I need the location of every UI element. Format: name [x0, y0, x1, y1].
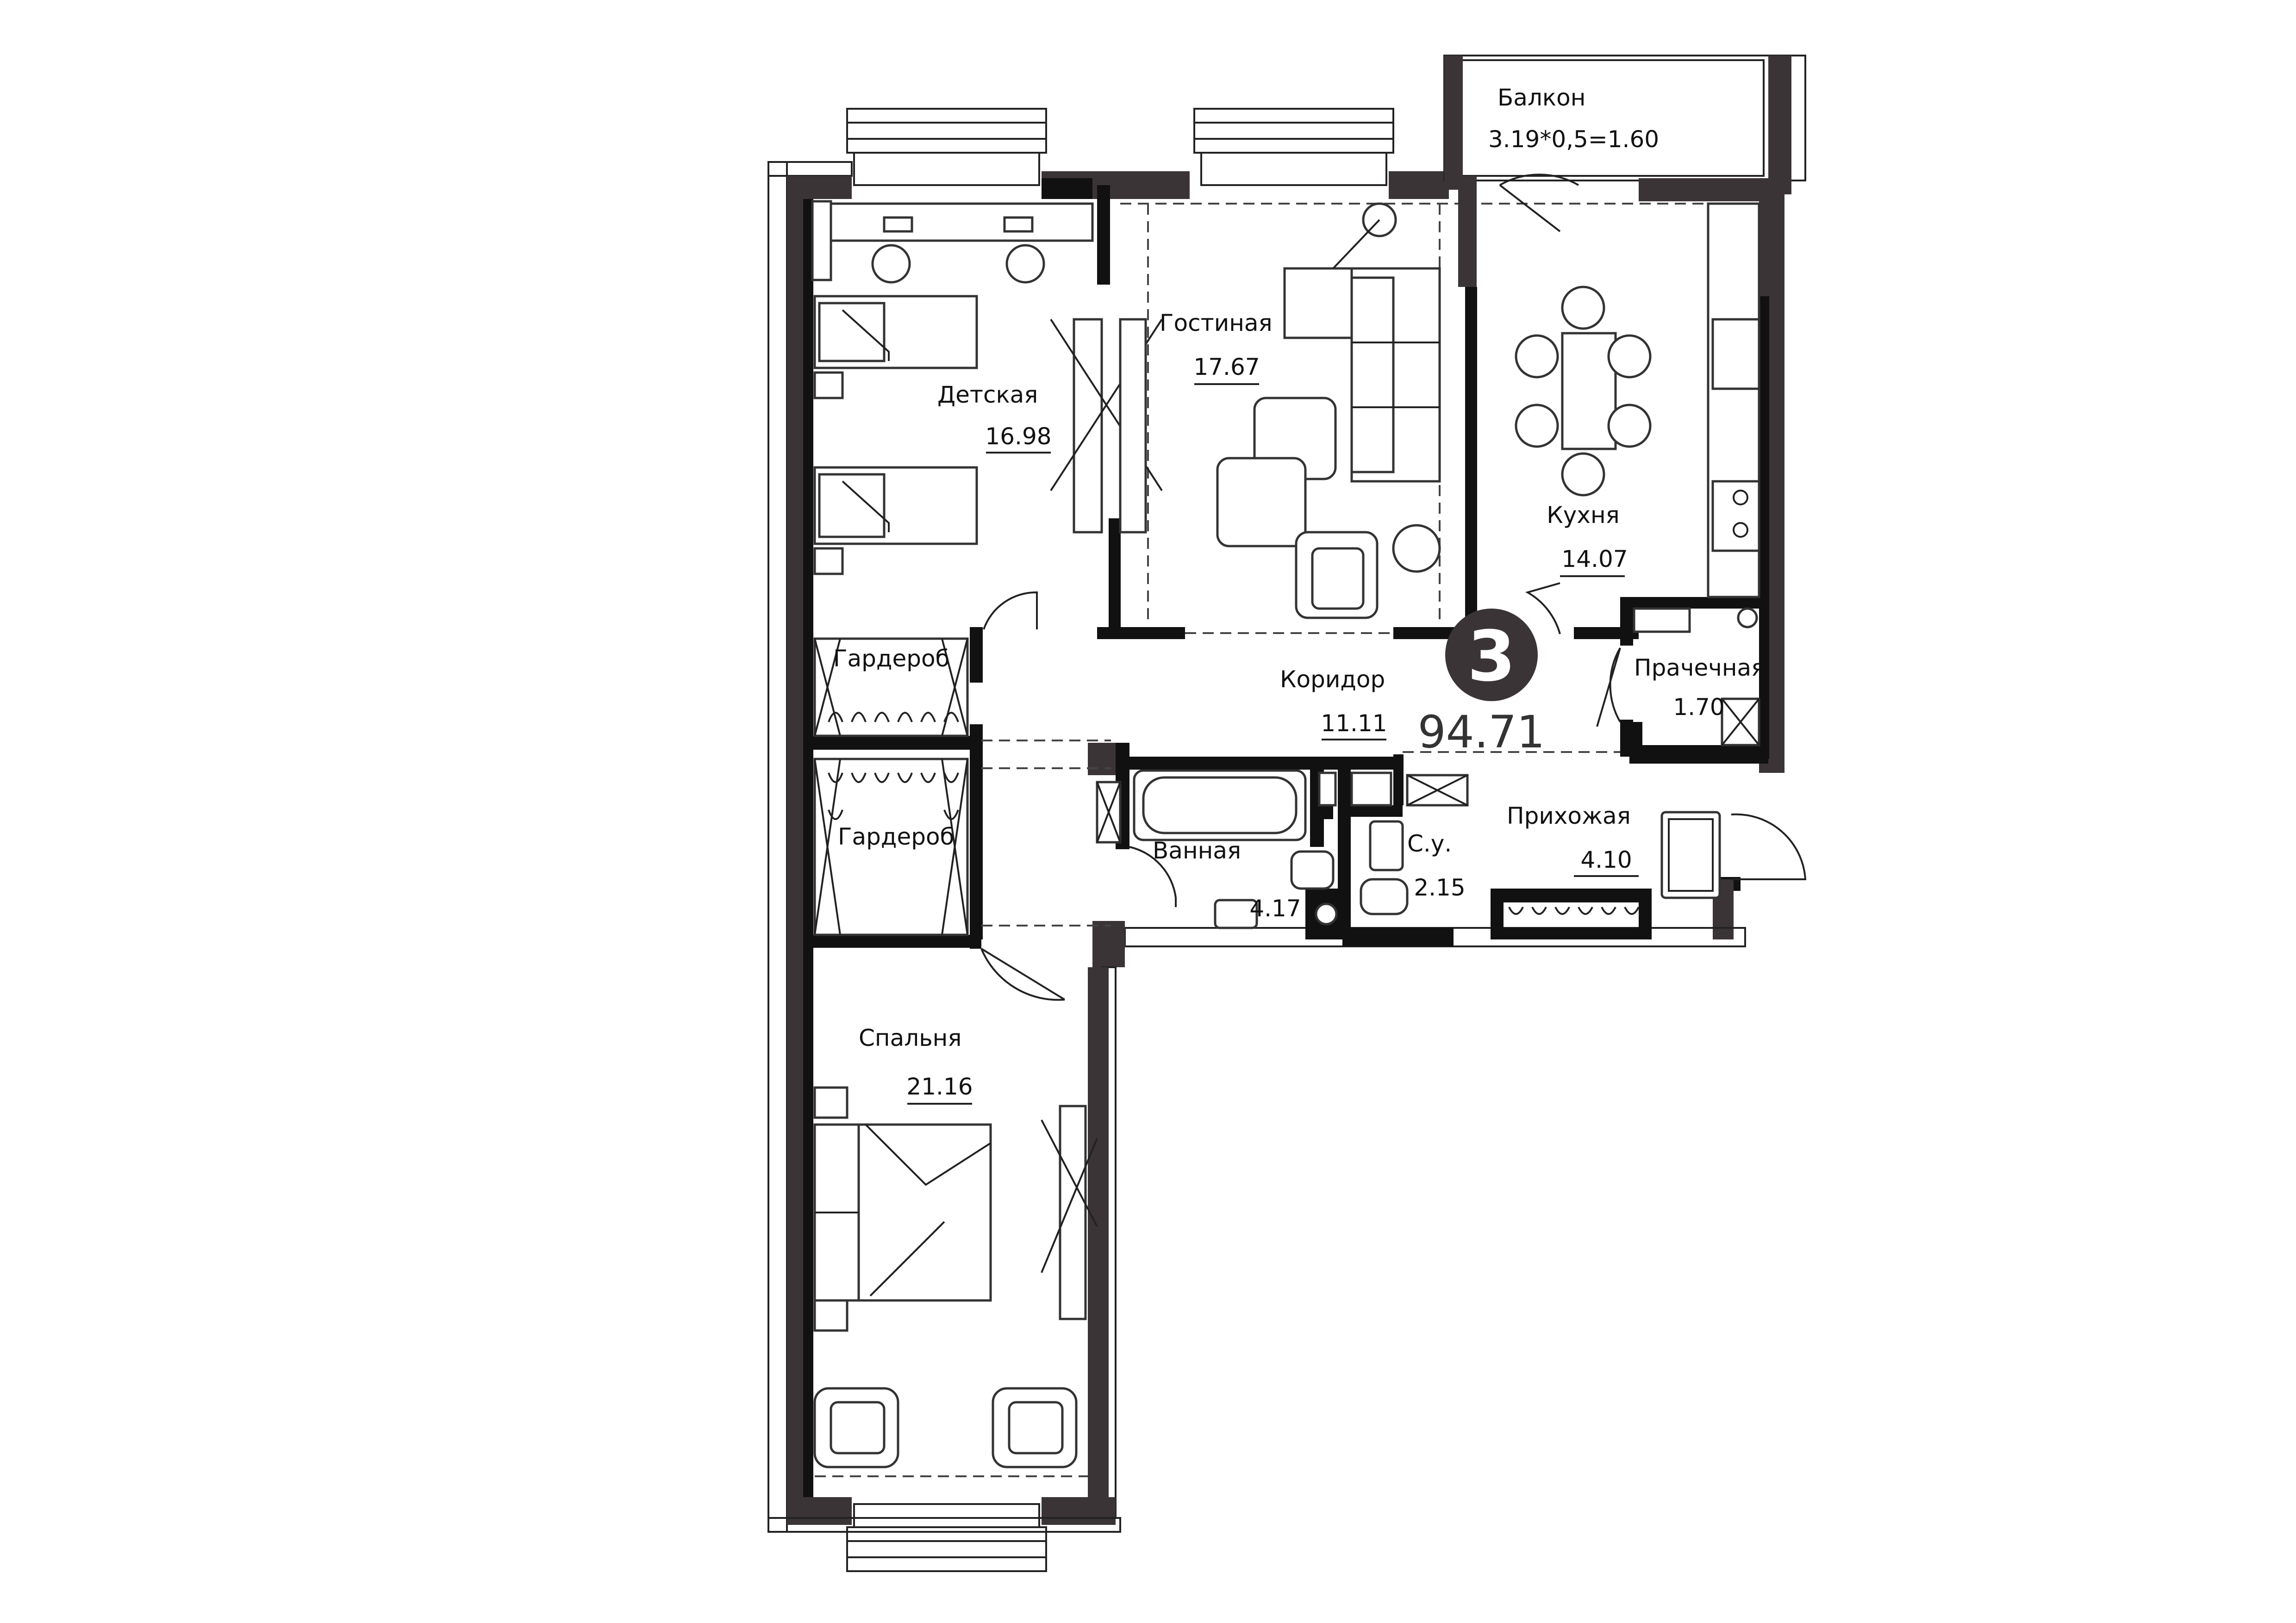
room-name-living: Гостиная [1160, 310, 1273, 336]
room-area-corridor: 11.11 [1321, 710, 1387, 737]
room-area-laundry: 1.70 [1673, 694, 1724, 721]
room-name-balcony: Балкон [1497, 84, 1585, 111]
room-name-wardrobe-1: Гардероб [833, 645, 949, 672]
room-area-kitchen: 14.07 [1561, 546, 1628, 572]
room-name-wc: С.у. [1407, 830, 1452, 857]
rooms-count: 3 [1467, 616, 1516, 697]
window-frames [846, 108, 1394, 1572]
room-area-balcony: 3.19*0,5=1.60 [1488, 126, 1659, 153]
room-name-bath: Ванная [1153, 837, 1241, 864]
room-name-bedroom: Спальня [859, 1025, 961, 1051]
room-name-hall: Прихожая [1507, 802, 1631, 829]
room-area-wc: 2.15 [1414, 874, 1465, 901]
room-area-hall: 4.10 [1580, 846, 1632, 873]
total-area: 94.71 [1418, 706, 1545, 758]
exterior-walls [767, 55, 1806, 1533]
room-labels: Балкон 3.19*0,5=1.60 Гостиная 17.67 Детс… [833, 84, 1765, 1105]
room-name-kitchen: Кухня [1547, 502, 1619, 529]
room-area-bath: 4.17 [1249, 895, 1301, 922]
interior-walls [810, 176, 1764, 949]
room-name-laundry: Прачечная [1634, 654, 1765, 681]
rooms-count-badge [1445, 609, 1538, 701]
room-name-wardrobe-2: Гардероб [838, 823, 954, 850]
doors [980, 174, 1807, 1001]
apartment-badge: 3 94.71 [1418, 609, 1545, 758]
furniture [811, 200, 1760, 1468]
room-name-corridor: Коридор [1280, 666, 1385, 693]
room-area-living: 17.67 [1193, 354, 1260, 380]
room-area-kids: 16.98 [985, 423, 1051, 450]
room-area-bedroom: 21.16 [906, 1073, 973, 1100]
room-name-kids: Детская [937, 381, 1038, 408]
